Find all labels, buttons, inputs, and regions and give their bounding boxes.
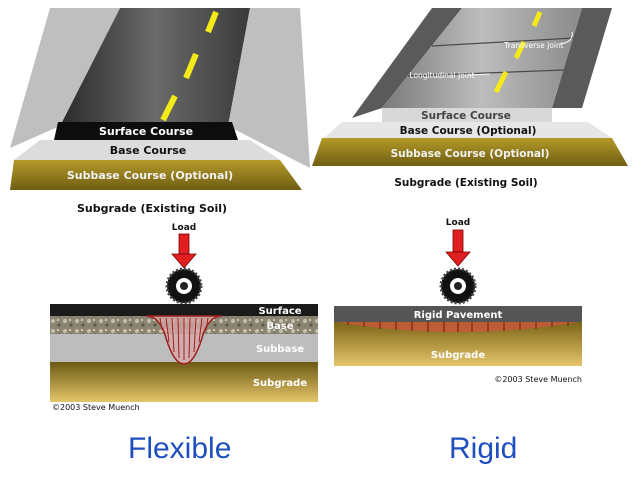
subbase-course-label: Subbase Course (Optional) — [67, 169, 233, 182]
flexible-pavement-section: Surface Course Base Course Subbase Cours… — [10, 8, 310, 215]
concrete-slab-surface — [382, 8, 582, 108]
rigid-pavement-layer — [334, 306, 582, 322]
rigid-stress-arrows — [347, 322, 569, 332]
flexible-caption: Flexible — [128, 432, 232, 465]
flexible-load-label: Load — [172, 223, 196, 233]
flexible-surface-layer — [50, 304, 318, 316]
slab-joints — [407, 37, 575, 77]
rigid-surface-course-band — [382, 108, 552, 122]
base-course-band — [14, 140, 280, 160]
rigid-pavement-label: Rigid Pavement — [414, 310, 503, 321]
rigid-tire-icon — [439, 267, 477, 305]
rigid-subbase-course-band — [312, 138, 628, 166]
flexible-subbase-label: Subbase — [256, 344, 304, 355]
flexible-copyright: ©2003 Steve Muench — [52, 403, 140, 412]
subbase-course-band — [10, 160, 302, 190]
base-course-label: Base Course — [110, 144, 187, 157]
rigid-base-course-label: Base Course (Optional) — [400, 125, 537, 137]
rigid-load-arrow — [445, 229, 471, 267]
flexible-load-diagram: Load Surface Base Subbase Subgrade ©2003… — [50, 223, 318, 412]
rigid-pavement-section: Transverse Joint Longitudinal Joint Surf… — [312, 8, 628, 189]
transverse-joint-pointer — [559, 31, 573, 45]
flexible-surface-label: Surface — [258, 306, 301, 317]
flexible-stress-arrows — [159, 317, 209, 360]
rigid-base-course-band — [324, 122, 612, 138]
rigid-surface-course-label: Surface Course — [421, 110, 511, 122]
transverse-joint-label: Transverse Joint — [503, 41, 563, 50]
rigid-center-line-dashes — [493, 11, 543, 94]
longitudinal-joint-pointer — [467, 73, 491, 76]
rigid-caption: Rigid — [449, 432, 518, 465]
rigid-load-label: Load — [446, 218, 470, 228]
rigid-subgrade-label: Subgrade (Existing Soil) — [394, 177, 537, 189]
surface-course-label: Surface Course — [99, 125, 193, 138]
flexible-tire-icon — [165, 267, 203, 305]
rigid-subgrade-label: Subgrade — [431, 350, 485, 361]
longitudinal-joint-label: Longitudinal Joint — [409, 71, 474, 80]
right-shoulder — [228, 8, 310, 168]
rigid-load-diagram: Load Rigid Pavement Subgrade ©2003 Steve… — [334, 218, 582, 384]
rigid-subgrade-layer — [334, 322, 582, 366]
rigid-right-shoulder — [552, 8, 612, 108]
flexible-load-arrow — [171, 233, 197, 269]
flexible-subgrade-layer — [50, 362, 318, 402]
left-shoulder — [10, 8, 120, 148]
subgrade-label: Subgrade (Existing Soil) — [77, 202, 227, 215]
center-line-dashes — [160, 10, 219, 122]
asphalt-surface — [60, 8, 250, 126]
flexible-subgrade-label: Subgrade — [253, 378, 307, 389]
rigid-copyright: ©2003 Steve Muench — [494, 375, 582, 384]
rigid-left-shoulder — [352, 8, 462, 118]
surface-course-band — [54, 122, 238, 140]
rigid-subbase-course-label: Subbase Course (Optional) — [391, 148, 550, 160]
flexible-base-label: Base — [266, 321, 293, 332]
